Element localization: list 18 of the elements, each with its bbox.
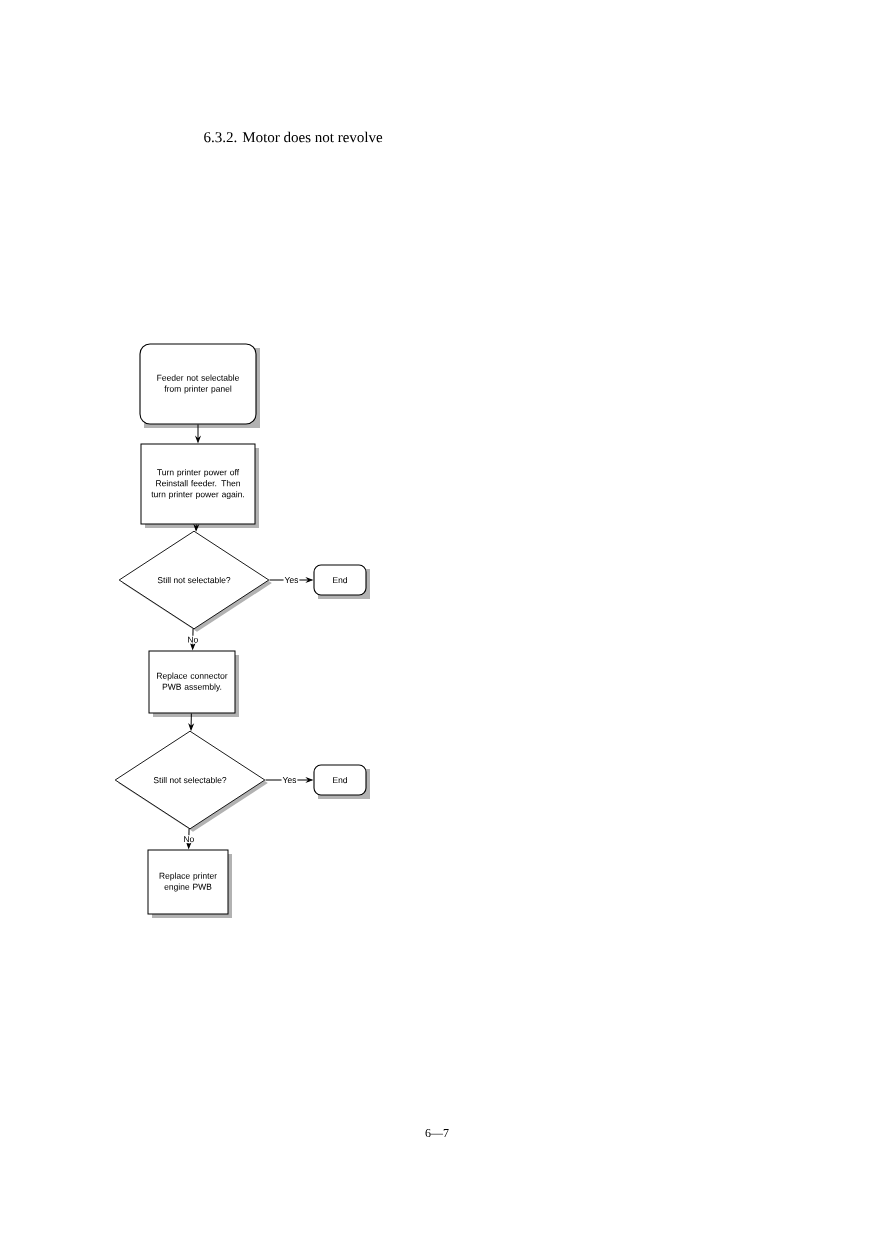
edge-label: No bbox=[182, 835, 196, 844]
arrow bbox=[190, 628, 196, 650]
arrow bbox=[186, 828, 192, 849]
terminal-box: Feeder not selectable from printer panel bbox=[139, 343, 260, 428]
process-box: Replace connector PWB assembly. bbox=[148, 650, 239, 717]
arrow bbox=[268, 577, 313, 583]
process-box: Replace printer engine PWB bbox=[147, 849, 232, 918]
heading: 6.3.2. Motor does not revolve bbox=[204, 131, 383, 143]
page-number: 6—7 bbox=[425, 1129, 449, 1138]
edge-label: Yes bbox=[281, 776, 298, 784]
end-box: End bbox=[313, 764, 370, 799]
process-box: Turn printer power off Reinstall feeder. Then turn printer power again. bbox=[140, 443, 259, 528]
arrow bbox=[193, 524, 199, 531]
arrow bbox=[188, 713, 194, 731]
end-box: End bbox=[313, 564, 370, 599]
arrow bbox=[195, 424, 201, 443]
edge-label: No bbox=[186, 635, 200, 644]
edge-label: Yes bbox=[283, 576, 300, 584]
